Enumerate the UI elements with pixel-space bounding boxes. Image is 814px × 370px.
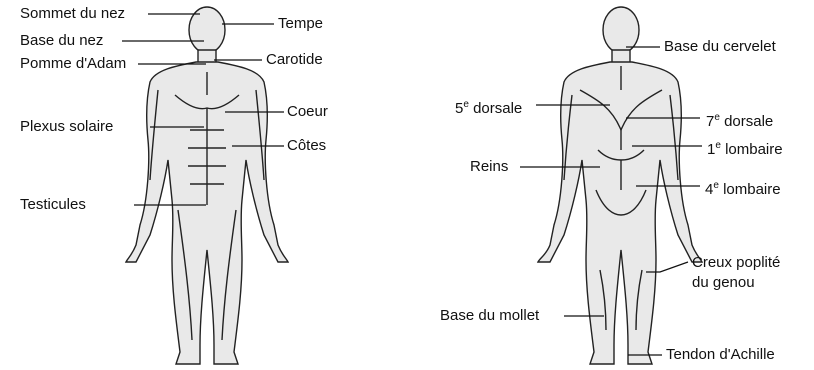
label-base-du-mollet: Base du mollet — [440, 307, 539, 324]
label-tendon-achille: Tendon d'Achille — [666, 346, 775, 363]
label-tempe: Tempe — [278, 15, 323, 32]
label-1e-lombaire: 1e lombaire — [707, 137, 783, 158]
label-4e-lombaire-word: lombaire — [723, 181, 781, 198]
label-creux-poplite-line1: Creux poplité — [692, 254, 780, 271]
label-reins: Reins — [470, 158, 508, 175]
label-plexus-solaire: Plexus solaire — [20, 118, 113, 135]
front-body-figure — [126, 7, 288, 364]
label-cotes: Côtes — [287, 137, 326, 154]
label-7e-dorsale: 7e dorsale — [706, 109, 773, 130]
label-7e-dorsale-sup: e — [714, 112, 720, 123]
label-creux-poplite-line2: du genou — [692, 274, 755, 291]
label-5e-dorsale-sup: e — [463, 99, 469, 110]
label-4e-lombaire: 4e lombaire — [705, 177, 781, 198]
label-base-du-nez: Base du nez — [20, 32, 103, 49]
label-coeur: Coeur — [287, 103, 328, 120]
label-4e-lombaire-sup: e — [713, 180, 719, 191]
label-1e-lombaire-word: lombaire — [725, 141, 783, 158]
label-testicules: Testicules — [20, 196, 86, 213]
label-base-du-cervelet: Base du cervelet — [664, 38, 776, 55]
label-5e-dorsale: 5e dorsale — [455, 96, 522, 117]
label-7e-dorsale-word: dorsale — [724, 113, 773, 130]
label-carotide: Carotide — [266, 51, 323, 68]
label-sommet-du-nez: Sommet du nez — [20, 5, 125, 22]
label-5e-dorsale-word: dorsale — [473, 100, 522, 117]
label-1e-lombaire-sup: e — [715, 140, 721, 151]
label-pomme-adam: Pomme d'Adam — [20, 55, 126, 72]
